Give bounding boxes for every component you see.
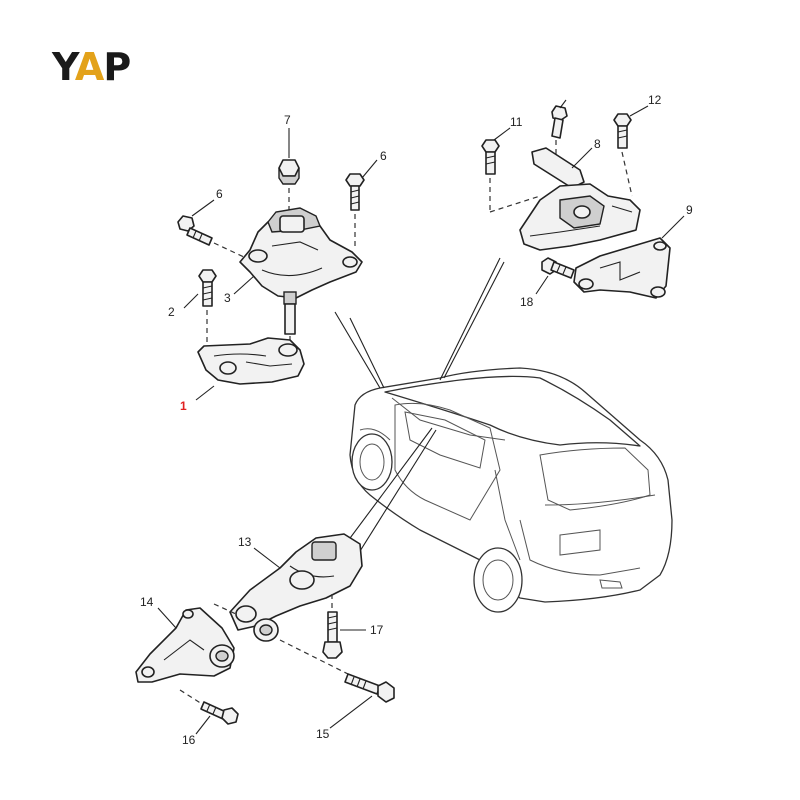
callout-14: 14 bbox=[140, 595, 154, 609]
callout-2: 2 bbox=[168, 305, 175, 319]
transmission-mount-assembly-right bbox=[481, 105, 671, 299]
callout-leaders bbox=[157, 99, 685, 735]
bolt-6-left-icon bbox=[177, 215, 213, 246]
rear-torque-mount-assembly bbox=[135, 533, 395, 725]
engine-mount-assembly-left bbox=[177, 159, 365, 385]
bolt-17-icon bbox=[322, 611, 343, 659]
callout-11: 11 bbox=[510, 115, 523, 129]
callout-7: 7 bbox=[284, 113, 291, 127]
callout-13: 13 bbox=[238, 535, 252, 549]
bolt-6-right-icon bbox=[345, 173, 365, 211]
bracket-14-icon bbox=[135, 607, 235, 683]
logo-letter-p: P bbox=[103, 45, 131, 89]
callout-numbers: 7 6 6 2 3 1 11 12 8 9 18 13 14 17 16 15 bbox=[140, 93, 693, 747]
bolt-18-icon bbox=[541, 257, 575, 279]
nut-7-icon bbox=[278, 159, 300, 185]
callout-9: 9 bbox=[686, 203, 693, 217]
callout-16: 16 bbox=[182, 733, 196, 747]
bolt-16-icon bbox=[200, 701, 239, 725]
callout-12: 12 bbox=[648, 93, 662, 107]
bracket-1-icon bbox=[197, 337, 305, 385]
bolt-15-icon bbox=[344, 673, 395, 703]
callout-18: 18 bbox=[520, 295, 534, 309]
brand-logo: YAP bbox=[52, 45, 131, 89]
mount-body-3-icon bbox=[239, 207, 363, 305]
vehicle-illustration bbox=[349, 367, 673, 613]
callout-6-right: 6 bbox=[380, 149, 387, 163]
callout-6-left: 6 bbox=[216, 187, 223, 201]
bracket-8-icon bbox=[519, 147, 641, 251]
callout-17: 17 bbox=[370, 623, 384, 637]
callout-15: 15 bbox=[316, 727, 330, 741]
logo-letter-y: Y bbox=[52, 45, 76, 89]
logo-letter-a: A bbox=[74, 45, 104, 89]
bolt-12-icon bbox=[613, 113, 632, 149]
bushing-icon bbox=[253, 618, 279, 642]
callout-8: 8 bbox=[594, 137, 601, 151]
torque-rod-13-icon bbox=[229, 533, 363, 631]
bolt-2-icon bbox=[198, 269, 217, 307]
callout-3: 3 bbox=[224, 291, 231, 305]
bracket-9-icon bbox=[573, 237, 671, 299]
callout-1: 1 bbox=[180, 399, 187, 413]
bolt-10-icon bbox=[551, 105, 568, 139]
bolt-11-icon bbox=[481, 139, 500, 175]
